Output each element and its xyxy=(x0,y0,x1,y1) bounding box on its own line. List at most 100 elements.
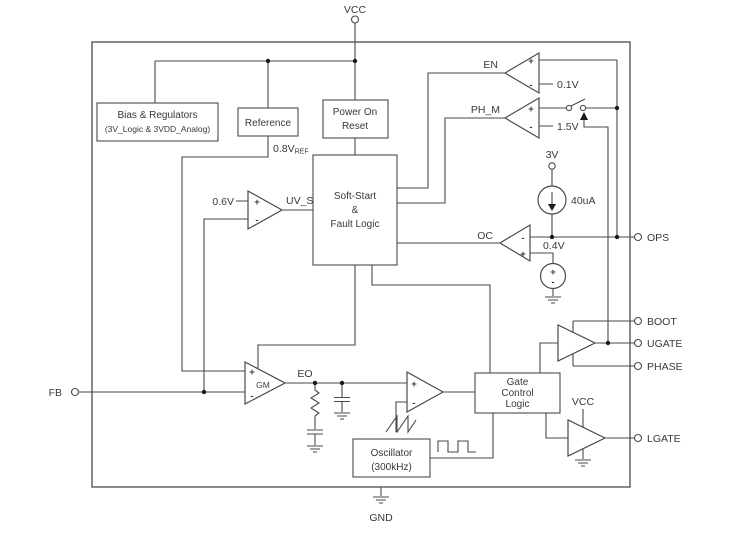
pin-ugate-terminal xyxy=(633,338,643,348)
gcl-label1: Gate xyxy=(507,377,529,388)
phm-minus-sign: - xyxy=(529,122,532,133)
uvs-signal-label: UV_S xyxy=(286,195,313,207)
oc-threshold-label: 0.4V xyxy=(543,240,565,252)
sense-arrowhead xyxy=(580,112,588,120)
pin-phase: PHASE xyxy=(633,361,683,373)
junction xyxy=(614,234,620,240)
wire-uvs-inputs-output xyxy=(203,200,313,392)
pin-boot-label: BOOT xyxy=(647,316,677,328)
wire-boot-ugate-phase xyxy=(573,320,635,367)
supply-3v-label: 3V xyxy=(546,149,559,161)
wire-oc-plus-input xyxy=(530,252,554,296)
chip-boundary xyxy=(91,41,631,488)
sawtooth-waveform-icon xyxy=(385,414,417,434)
junction xyxy=(265,58,271,64)
pwm-comparator: + - xyxy=(406,370,445,414)
pin-phase-terminal xyxy=(633,361,643,371)
vref-output-label: 0.8VREF xyxy=(273,143,309,156)
oc-comparator-symbol xyxy=(498,223,531,263)
pin-gnd: GND xyxy=(369,496,393,524)
soft-start-label3: Fault Logic xyxy=(331,219,380,230)
phm-threshold-label: 1.5V xyxy=(557,121,579,133)
ground-symbol-gnd-pin xyxy=(372,496,390,504)
oscillator-box xyxy=(352,438,431,478)
phm-switch xyxy=(565,98,588,120)
pwm-minus-sign: - xyxy=(412,398,415,409)
junction xyxy=(605,340,611,346)
pin-ops-label: OPS xyxy=(647,232,669,244)
soft-start-box xyxy=(312,154,398,266)
pin-boot: BOOT xyxy=(633,316,677,328)
switch-lever xyxy=(570,98,586,107)
oc-plus-sign: + xyxy=(520,249,526,260)
pin-boot-terminal xyxy=(633,316,643,326)
current-source-arrowhead xyxy=(548,204,556,211)
phm-signal-label: PH_M xyxy=(471,104,500,116)
bias-regulators-box xyxy=(96,102,219,142)
pin-lgate-label: LGATE xyxy=(647,433,681,445)
pin-ops-terminal xyxy=(633,232,643,242)
gcl-label3: Logic xyxy=(506,399,530,410)
pin-ops: OPS xyxy=(633,232,669,244)
pin-vcc: VCC xyxy=(344,4,367,24)
gm-label: GM xyxy=(256,380,270,390)
pin-ugate: UGATE xyxy=(633,338,682,350)
ground-symbol-lgate-driver xyxy=(574,459,592,467)
gate-control-box xyxy=(474,372,561,414)
vsource-plus-sign: + xyxy=(550,267,556,278)
wire-gcl-to-upper-driver xyxy=(539,342,558,373)
current-source-40ua: 3V 40uA xyxy=(537,149,596,215)
wire-en-comparator xyxy=(397,59,617,189)
junction xyxy=(614,105,620,111)
uvs-minus-sign: - xyxy=(255,215,258,226)
wire-softstart-to-gm xyxy=(257,265,356,368)
gm-minus-sign: - xyxy=(250,391,253,402)
power-on-reset-block: Power On Reset xyxy=(322,99,389,139)
por-label1: Power On xyxy=(333,107,377,118)
wire-clock xyxy=(430,413,494,459)
oscillator-label2: (300kHz) xyxy=(371,462,412,473)
por-label2: Reset xyxy=(342,121,368,132)
pin-vcc-label: VCC xyxy=(344,4,367,16)
en-threshold-label: 0.1V xyxy=(557,79,579,91)
wire-vcc-rail xyxy=(154,23,356,108)
switch-contact-left xyxy=(565,104,573,112)
lgate-driver: VCC xyxy=(567,396,607,457)
phm-comparator-symbol xyxy=(503,96,540,140)
soft-start-label2: & xyxy=(352,205,359,216)
pwm-comparator-symbol xyxy=(406,370,445,414)
gate-control-logic-block: Gate Control Logic xyxy=(474,372,561,414)
wire-softstart-to-gcl xyxy=(371,265,491,373)
uvs-threshold-label: 0.6V xyxy=(212,196,234,208)
phm-comparator: + - PH_M 1.5V xyxy=(471,96,579,140)
junction xyxy=(352,58,358,64)
gm-error-amplifier: + - GM EO xyxy=(244,361,313,405)
pin-gnd-label: GND xyxy=(369,512,393,524)
pin-lgate: LGATE xyxy=(633,433,681,445)
wire-comp-network2 xyxy=(334,383,350,412)
pin-phase-label: PHASE xyxy=(647,361,683,373)
uvs-plus-sign: + xyxy=(254,197,260,208)
ground-symbol-rc xyxy=(306,445,324,453)
oscillator-block: Oscillator (300kHz) xyxy=(352,438,431,478)
gm-plus-sign: + xyxy=(249,367,255,378)
soft-start-label1: Soft-Start xyxy=(334,191,376,202)
vref-value: 0.8V xyxy=(273,143,295,155)
reference-box xyxy=(237,107,299,137)
resistor-symbol xyxy=(309,389,321,417)
power-on-reset-box xyxy=(322,99,389,139)
ugate-driver-symbol xyxy=(557,324,597,362)
en-minus-sign: - xyxy=(529,80,532,91)
gcl-label2: Control xyxy=(501,388,533,399)
en-plus-sign: + xyxy=(528,56,534,67)
junction xyxy=(339,380,345,386)
pin-vcc-terminal xyxy=(350,15,360,24)
reference-label: Reference xyxy=(245,118,292,129)
wire-gcl-to-lower-driver xyxy=(545,413,568,439)
oc-minus-sign: - xyxy=(521,233,524,244)
pwm-plus-sign: + xyxy=(411,379,417,390)
wire-comp-network1 xyxy=(307,383,323,445)
pin-ugate-label: UGATE xyxy=(647,338,682,350)
voltage-source-circle xyxy=(539,262,567,290)
squarewave-clock-icon xyxy=(437,440,476,453)
